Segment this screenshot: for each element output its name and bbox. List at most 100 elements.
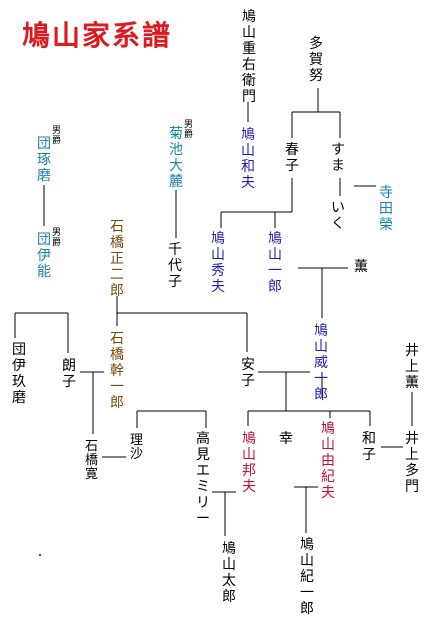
name-glyph: 橋 (85, 453, 99, 468)
person-emily: 高見エミリー (196, 432, 210, 528)
name-glyph: 夫 (211, 279, 225, 295)
name-glyph: 一 (110, 379, 124, 395)
name-glyph: 磨 (37, 168, 51, 184)
name-glyph: 団 (37, 136, 51, 152)
person-miyuki: 幸 (279, 432, 293, 448)
rank-kikuchi-label: 男爵 (184, 120, 193, 140)
name-glyph: 秀 (211, 263, 225, 279)
name-glyph: 鳩 (241, 127, 255, 143)
person-yukio: 鳩山由紀夫 (321, 422, 335, 502)
name-glyph: 寺 (379, 185, 393, 201)
name-glyph: 安 (241, 357, 255, 373)
name-glyph: 山 (222, 557, 236, 573)
name-glyph: 和 (362, 431, 376, 447)
name-glyph: 邦 (242, 463, 256, 479)
name-glyph: 山 (321, 437, 335, 453)
person-shigeemon: 鳩山重右衛門 (242, 10, 256, 106)
name-glyph: 郎 (268, 279, 282, 295)
person-inoue-kaoru: 井上薫 (405, 344, 419, 392)
person-hiroshi: 石橋寛 (85, 440, 98, 482)
name-glyph: す (331, 142, 345, 158)
name-glyph: 鳩 (222, 541, 236, 557)
name-glyph: 衛 (242, 73, 256, 89)
name-glyph: 子 (362, 447, 376, 463)
name-glyph: 由 (321, 453, 335, 469)
rank-glyph: 爵 (184, 130, 194, 140)
page-title: 鳩山家系譜 (22, 19, 173, 52)
person-haruko: 春子 (285, 143, 299, 175)
name-glyph: 子 (168, 274, 182, 290)
name-glyph: 伊 (12, 358, 26, 374)
name-glyph: 団 (12, 342, 26, 358)
person-inoue-tamon: 井上多門 (405, 432, 419, 496)
name-glyph: 努 (309, 68, 323, 84)
name-glyph: 鳩 (242, 431, 256, 447)
rank-glyph: 男 (52, 126, 62, 136)
name-glyph: 紀 (321, 469, 335, 485)
rank-dan-ino-label: 男爵 (52, 228, 61, 248)
name-glyph: 夫 (321, 485, 335, 501)
rank-dan-takuma-label: 男爵 (52, 126, 61, 146)
name-glyph: 山 (268, 247, 282, 263)
name-glyph: 郎 (110, 283, 124, 299)
name-glyph: 右 (242, 57, 256, 73)
person-suma: すま (331, 143, 345, 175)
name-glyph: 子 (285, 158, 299, 174)
person-iku: いく (331, 201, 345, 233)
name-glyph: 一 (268, 263, 282, 279)
person-dan-ino: 団伊能 (37, 233, 51, 281)
name-glyph: 幹 (110, 363, 124, 379)
name-glyph: 夫 (241, 175, 255, 191)
name-glyph: 鳩 (242, 9, 256, 25)
person-kanichiro: 石橋幹一郎 (110, 332, 124, 412)
name-glyph: 見 (196, 447, 210, 463)
name-glyph: 門 (242, 89, 256, 105)
name-glyph: 榮 (379, 217, 393, 233)
name-glyph: 鳩 (211, 231, 225, 247)
name-glyph: 二 (110, 267, 124, 283)
name-glyph: 郎 (110, 395, 124, 411)
person-akiko: 朗子 (62, 359, 76, 391)
name-glyph: 山 (211, 247, 225, 263)
name-glyph: 子 (241, 373, 255, 389)
name-glyph: 郎 (222, 589, 236, 605)
name-glyph: 寛 (85, 467, 99, 482)
name-glyph: 団 (37, 232, 51, 248)
name-glyph: 上 (405, 359, 419, 375)
name-glyph: 朗 (62, 358, 76, 374)
person-yasuko: 安子 (241, 358, 255, 390)
name-glyph: 橋 (110, 347, 124, 363)
name-glyph: 山 (300, 553, 314, 569)
name-glyph: 夫 (242, 479, 256, 495)
name-glyph: 麓 (169, 174, 183, 190)
name-glyph: エ (196, 463, 210, 479)
name-glyph: 高 (196, 431, 210, 447)
name-glyph: 鳩 (321, 421, 335, 437)
name-glyph: 太 (222, 573, 236, 589)
name-glyph: い (331, 200, 345, 216)
name-glyph: 石 (85, 439, 99, 454)
person-terada: 寺田榮 (379, 186, 393, 234)
name-glyph: 山 (314, 339, 328, 355)
person-iichiro: 鳩山威一郎 (314, 324, 328, 404)
name-glyph: 重 (242, 41, 256, 57)
name-glyph: 多 (309, 36, 323, 52)
name-glyph: 山 (241, 143, 255, 159)
person-kazuo: 鳩山和夫 (241, 128, 255, 192)
person-kiichiro: 鳩山紀一郎 (300, 538, 314, 618)
person-dan-takuma: 団琢磨 (37, 137, 51, 185)
name-glyph: 鳩 (268, 231, 282, 247)
person-takaga: 多賀努 (309, 37, 323, 85)
name-glyph: 鳩 (314, 323, 328, 339)
person-taro: 鳩山太郎 (222, 542, 236, 606)
name-glyph: 春 (285, 142, 299, 158)
name-glyph: 威 (314, 355, 328, 371)
person-dan-ikuma: 団伊玖磨 (12, 343, 26, 407)
name-glyph: ミ (196, 479, 210, 495)
name-glyph: 正 (110, 251, 124, 267)
name-glyph: 子 (62, 374, 76, 390)
name-glyph: 郎 (314, 387, 328, 403)
name-glyph: 理 (130, 433, 144, 448)
name-glyph: 池 (169, 142, 183, 158)
